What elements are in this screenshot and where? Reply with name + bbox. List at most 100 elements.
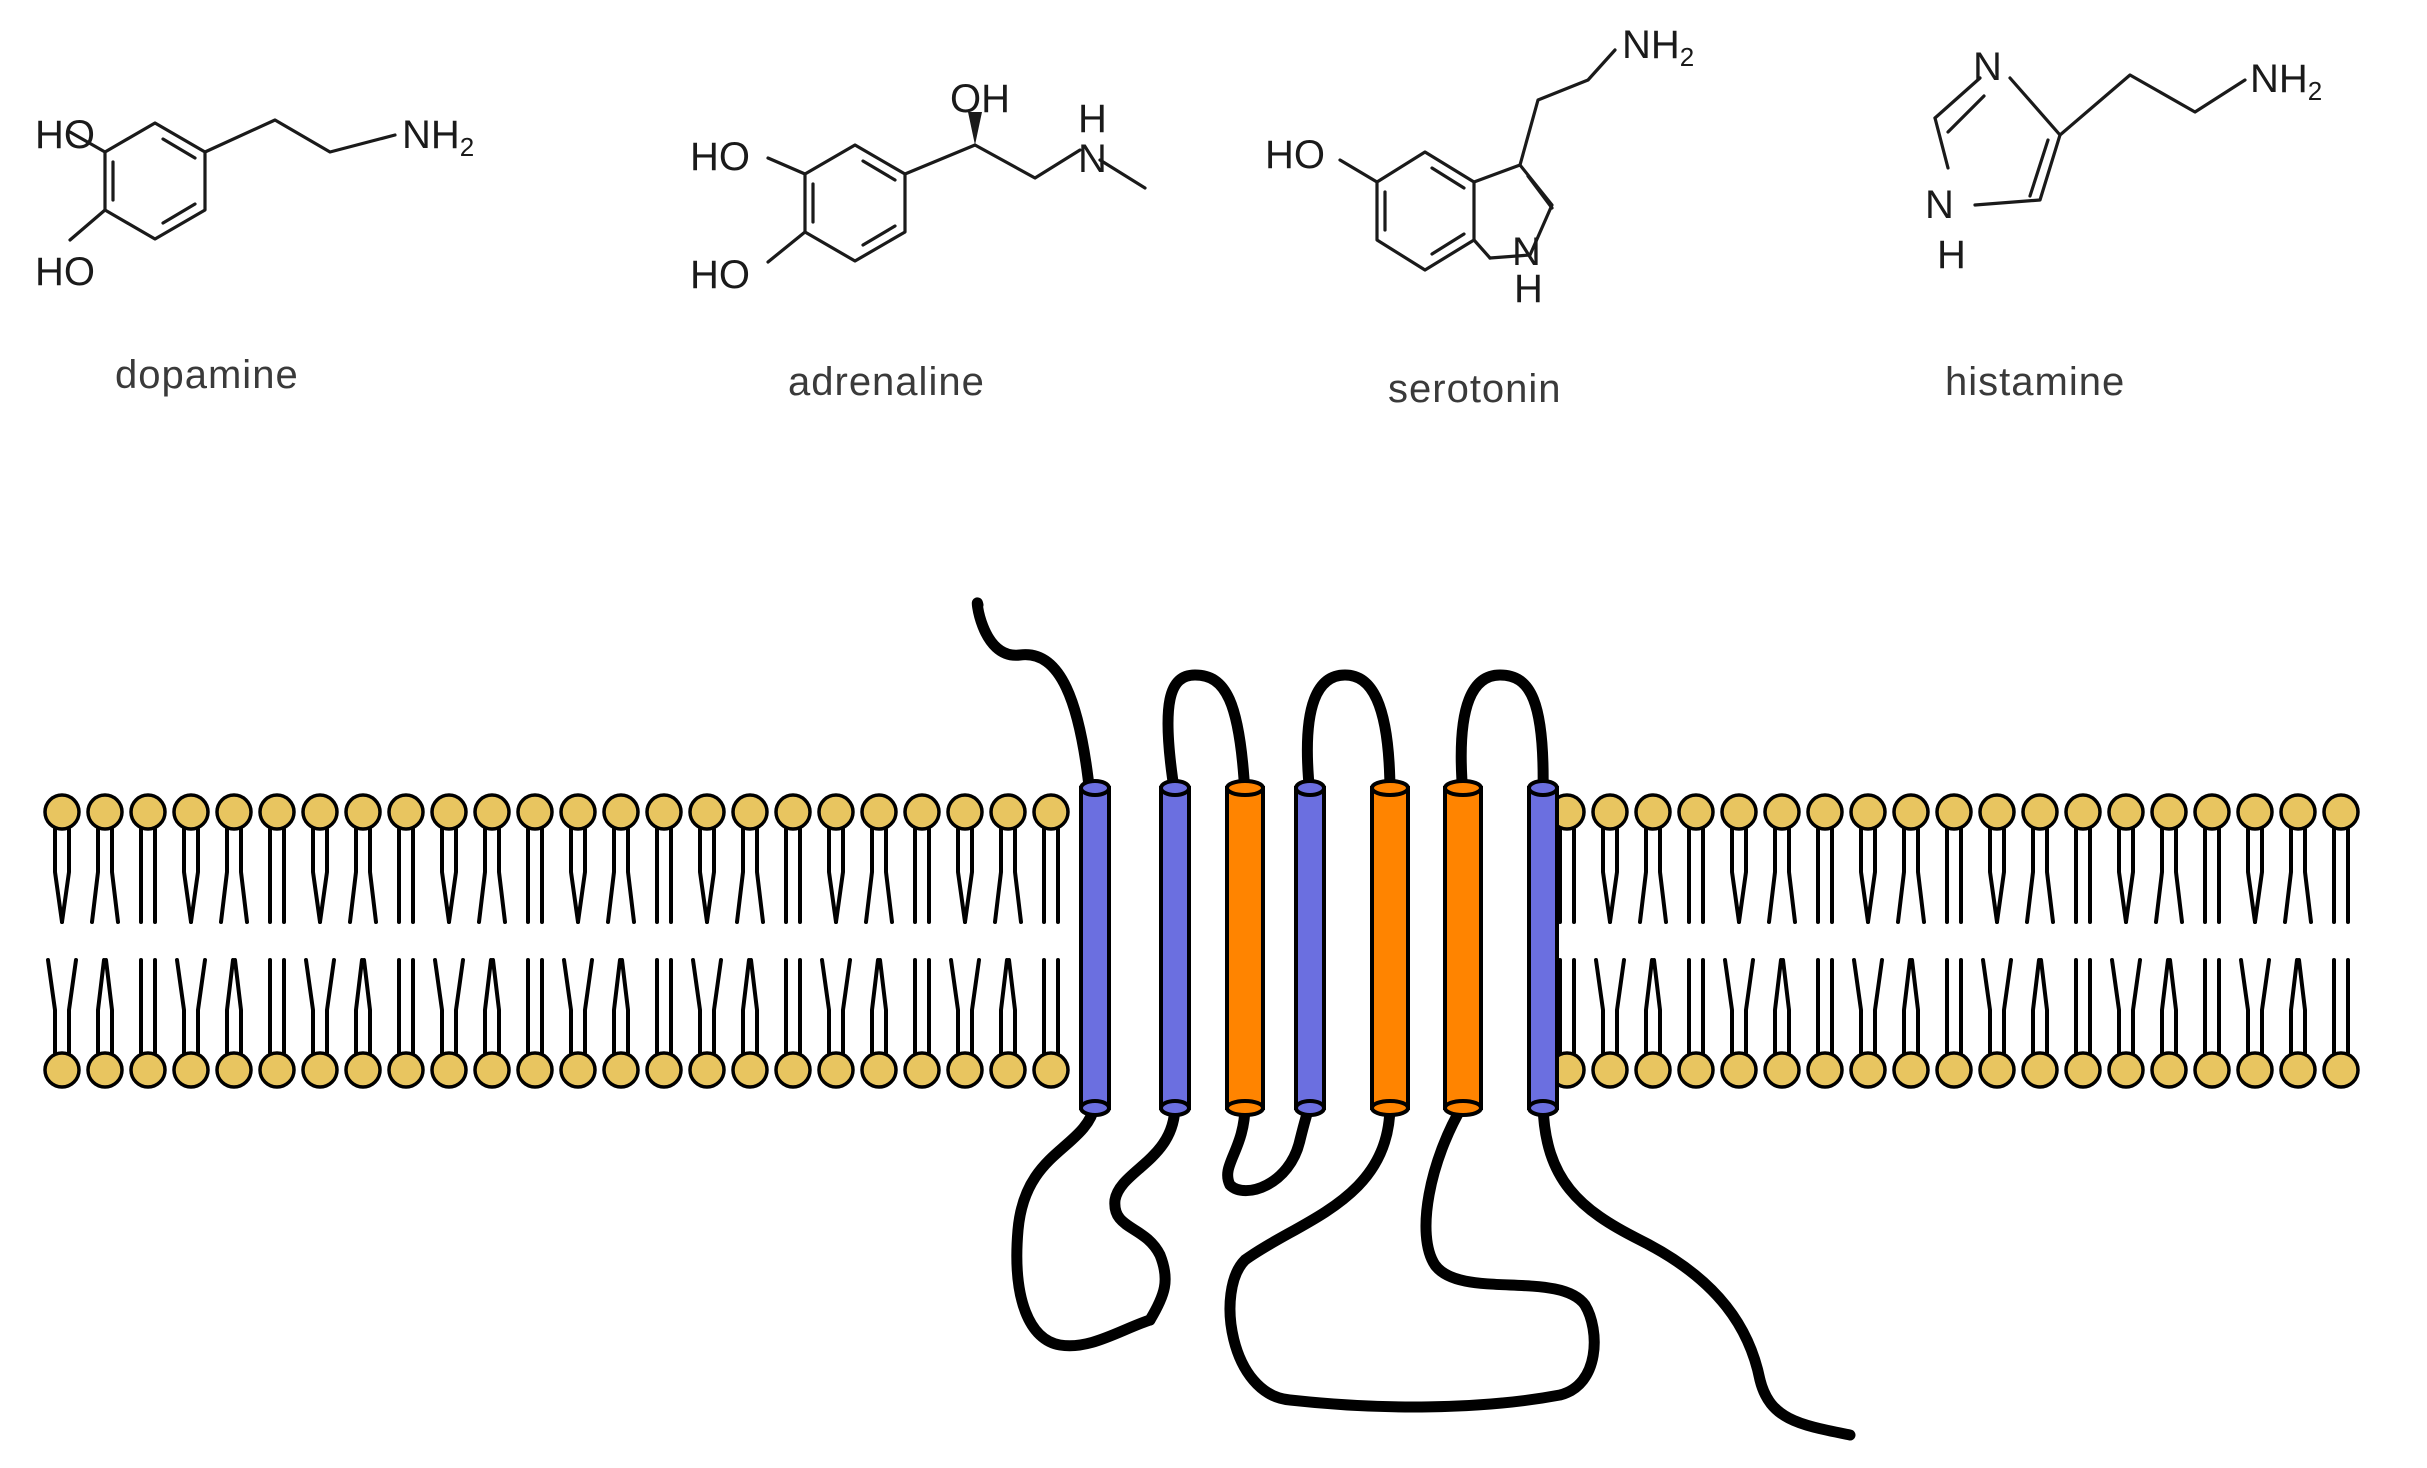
lipid-tail	[497, 827, 507, 924]
lipid-tail	[2110, 958, 2121, 1055]
helix-body	[1370, 786, 1410, 1110]
lipid-head	[2322, 793, 2360, 831]
histamine-structure: N N H NH2 histamine	[1925, 45, 2322, 404]
lipid-tail	[698, 827, 709, 924]
lipid-tail	[2131, 958, 2142, 1055]
helix-cap	[1527, 1099, 1559, 1117]
histamine-amine: NH2	[2250, 57, 2322, 106]
lipid-tail	[1859, 827, 1870, 924]
lipid-head	[2193, 793, 2231, 831]
lipid-head	[1634, 1051, 1672, 1089]
lipid-tail	[562, 958, 573, 1055]
lipid-head	[1806, 1051, 1844, 1089]
lipid-tail	[1638, 827, 1648, 924]
helix-tm2	[1159, 779, 1191, 1117]
lipid-tail	[1737, 827, 1748, 924]
lipid-tail	[2025, 827, 2035, 924]
lipid-head	[1849, 793, 1887, 831]
lipid-tail	[1013, 827, 1023, 924]
lipid-tail	[884, 827, 894, 924]
lipid-tail	[46, 958, 57, 1055]
lipid-tail	[2168, 958, 2178, 1055]
lipid-tail	[1981, 958, 1992, 1055]
transmembrane-helices	[1079, 779, 1559, 1117]
lipid-head	[731, 793, 769, 831]
helix-tm6	[1443, 779, 1483, 1117]
lipid-head	[2064, 1051, 2102, 1089]
lipid-tail	[196, 958, 207, 1055]
lipid-head	[2279, 1051, 2317, 1089]
lipid-tail	[735, 827, 745, 924]
lipid-tail	[90, 827, 100, 924]
lipid-head	[774, 1051, 812, 1089]
serotonin-h: H	[1514, 267, 1543, 311]
histamine-n-top: N	[1973, 45, 2002, 89]
lipid-head	[344, 1051, 382, 1089]
serotonin-ho: HO	[1265, 133, 1325, 177]
lipid-tail	[1988, 827, 1999, 924]
lipid-head	[2236, 1051, 2274, 1089]
serotonin-label: serotonin	[1388, 367, 1562, 411]
lipid-head	[1935, 1051, 1973, 1089]
lipid-tail	[2297, 958, 2307, 1055]
extracellular-loop-3	[1455, 669, 1549, 801]
lipid-tail	[2031, 958, 2041, 1055]
lipid-head	[1763, 1051, 1801, 1089]
lipid-tail	[483, 958, 493, 1055]
dopamine-label: dopamine	[115, 353, 299, 397]
adrenaline-oh: OH	[950, 77, 1010, 121]
lipid-head	[559, 793, 597, 831]
lipid-head	[817, 1051, 855, 1089]
lipid-head	[1806, 793, 1844, 831]
lipid-head	[2107, 793, 2145, 831]
lipid-tail	[2239, 958, 2250, 1055]
lipid-tail	[1773, 958, 1783, 1055]
lipid-tail	[1787, 827, 1797, 924]
histamine-n-bottom: N	[1925, 183, 1954, 227]
lipid-tail	[2246, 827, 2257, 924]
lipid-tail	[755, 827, 765, 924]
lipid-tail	[1916, 827, 1926, 924]
lipid-tail	[620, 958, 630, 1055]
lipid-tail	[583, 958, 594, 1055]
lipid-head	[688, 1051, 726, 1089]
lipid-head	[903, 793, 941, 831]
lipid-tail	[870, 958, 880, 1055]
lipid-head	[258, 1051, 296, 1089]
adrenaline-n: N	[1078, 137, 1107, 181]
lipid-tail	[712, 958, 723, 1055]
lipid-head	[86, 1051, 124, 1089]
lipid-tail	[318, 827, 329, 924]
lipid-tail	[2160, 958, 2170, 1055]
gpcr-receptor-loops	[971, 597, 1856, 1441]
lipid-tail	[864, 827, 874, 924]
lipid-head	[129, 1051, 167, 1089]
lipid-tail	[2253, 827, 2264, 924]
lipid-head	[645, 793, 683, 831]
lipid-head	[2064, 793, 2102, 831]
lipid-tail	[569, 827, 580, 924]
lipid-head	[516, 793, 554, 831]
lipid-tail	[96, 958, 106, 1055]
lipid-tail	[60, 827, 71, 924]
lipid-tail	[1866, 827, 1877, 924]
helix-cap	[1225, 779, 1265, 797]
lipid-head	[215, 1051, 253, 1089]
lipid-head	[774, 793, 812, 831]
lipid-head	[1032, 793, 1070, 831]
lipid-tail	[820, 958, 831, 1055]
lipid-tail	[749, 958, 759, 1055]
lipid-tail	[175, 958, 186, 1055]
lipid-head	[2107, 1051, 2145, 1089]
lipid-tail	[311, 827, 322, 924]
lipid-head	[2021, 1051, 2059, 1089]
lipid-tail	[576, 827, 587, 924]
lipid-tail	[239, 827, 249, 924]
helix-body	[1225, 786, 1265, 1110]
lipid-tail	[2002, 958, 2013, 1055]
lipid-head	[1634, 793, 1672, 831]
lipid-tail	[1007, 958, 1017, 1055]
lipid-tail	[612, 958, 622, 1055]
lipid-tail	[440, 827, 451, 924]
